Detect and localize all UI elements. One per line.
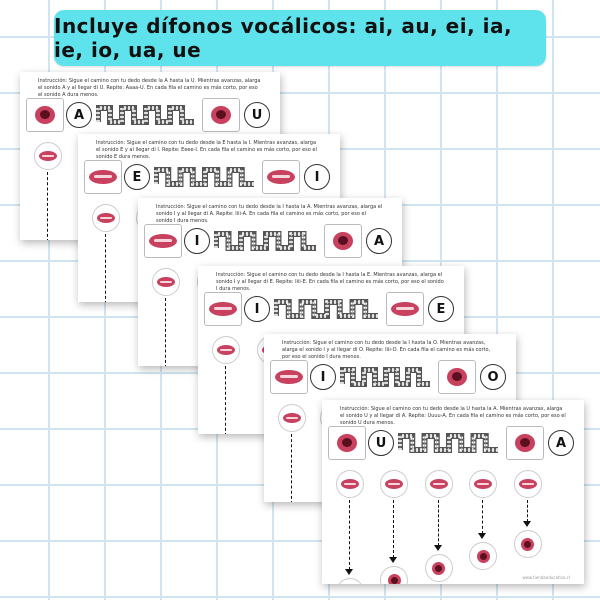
start-vowel-bubble: E [124,164,150,190]
mouth-circle-top [92,204,120,232]
footer-credit: www.tiendaeducativa.cl [522,575,570,580]
end-vowel-bubble: E [428,296,454,322]
end-vowel-bubble: I [304,164,330,190]
mouth-icon [283,413,301,423]
dashed-arrow [345,500,353,575]
worksheet-instruction: Instrucción: Sigue el camino con tu dedo… [38,78,261,98]
mouth-icon [89,170,117,184]
dashed-arrow [478,500,487,539]
winding-trace-path[interactable] [96,104,196,126]
end-mouth-tile [202,98,240,132]
mouth-icon [432,561,446,575]
end-mouth-tile [324,224,362,258]
worksheet-instruction: Instrucción: Sigue el camino con tu dedo… [96,140,317,160]
start-mouth-tile [328,426,366,460]
mouth-icon [385,479,404,489]
mouth-circle-top [424,470,453,498]
mouth-icon [211,106,231,124]
mouth-icon [149,234,177,248]
end-mouth-tile [386,292,424,326]
mouth-icon [391,302,419,316]
winding-trace-path[interactable] [340,366,432,388]
mouth-circle-top [513,470,542,498]
mouth-circle-bottom [380,566,409,584]
start-vowel-bubble: I [310,364,336,390]
dashed-arrow [225,366,226,434]
end-mouth-tile [262,160,300,194]
start-vowel-bubble: I [184,228,210,254]
title-banner: Incluye dífonos vocálicos: ai, au, ei, i… [54,10,546,66]
banner-title: Incluye dífonos vocálicos: ai, au, ei, i… [54,14,513,62]
winding-trace-path[interactable] [274,298,380,320]
mouth-icon [518,479,537,489]
start-mouth-tile [204,292,242,326]
mouth-icon [476,549,490,563]
worksheet-instruction: Instrucción: Sigue el camino con tu dedo… [216,272,444,292]
winding-trace-path[interactable] [154,166,256,188]
mouth-icon [157,277,175,287]
dashed-arrow [389,500,398,563]
mouth-circle-top [34,142,62,170]
mouth-icon [387,573,401,584]
end-vowel-bubble: O [480,364,506,390]
worksheet-instruction: Instrucción: Sigue el camino con tu dedo… [156,204,383,224]
start-vowel-bubble: I [244,296,270,322]
worksheet-instruction: Instrucción: Sigue el camino con tu dedo… [340,406,566,426]
mouth-circle-bottom [336,578,364,584]
mouth-icon [267,170,295,184]
start-mouth-tile [270,360,308,394]
mouth-icon [447,368,467,386]
worksheet-page: Instrucción: Sigue el camino con tu dedo… [322,400,584,584]
start-mouth-tile [84,160,122,194]
mouth-icon [337,434,357,452]
winding-trace-path[interactable] [398,432,500,454]
mouth-icon [429,479,448,489]
mouth-circle-top [278,404,306,432]
start-mouth-tile [144,224,182,258]
mouth-icon [275,370,303,384]
end-vowel-bubble: A [548,430,574,456]
mouth-circle-bottom [424,554,453,582]
end-vowel-bubble: U [244,102,270,128]
mouth-circle-top [212,336,240,364]
mouth-circle-bottom [469,542,498,570]
dashed-arrow [47,172,48,240]
winding-trace-path[interactable] [214,230,318,252]
mouth-circle-top [336,470,364,498]
end-mouth-tile [438,360,476,394]
mouth-icon [35,106,55,124]
mouth-icon [341,479,359,489]
end-vowel-bubble: A [366,228,392,254]
mouth-circle-top [380,470,409,498]
mouth-icon [217,345,235,355]
start-vowel-bubble: A [66,102,92,128]
mouth-icon [521,537,535,551]
mouth-circle-top [152,268,180,296]
start-mouth-tile [26,98,64,132]
mouth-icon [474,479,493,489]
end-mouth-tile [506,426,544,460]
dashed-arrow [165,298,166,366]
dashed-arrow [291,434,292,502]
mouth-icon [39,151,57,161]
mouth-icon [515,434,535,452]
mouth-icon [97,213,115,223]
mouth-icon [333,232,353,250]
start-vowel-bubble: U [368,430,394,456]
dashed-arrow [105,234,106,302]
dashed-arrow [433,500,442,551]
worksheet-instruction: Instrucción: Sigue el camino con tu dedo… [282,340,491,360]
mouth-circle-bottom [513,530,542,558]
mouth-circle-top [469,470,498,498]
dashed-arrow [522,500,531,527]
mouth-icon [209,302,237,316]
